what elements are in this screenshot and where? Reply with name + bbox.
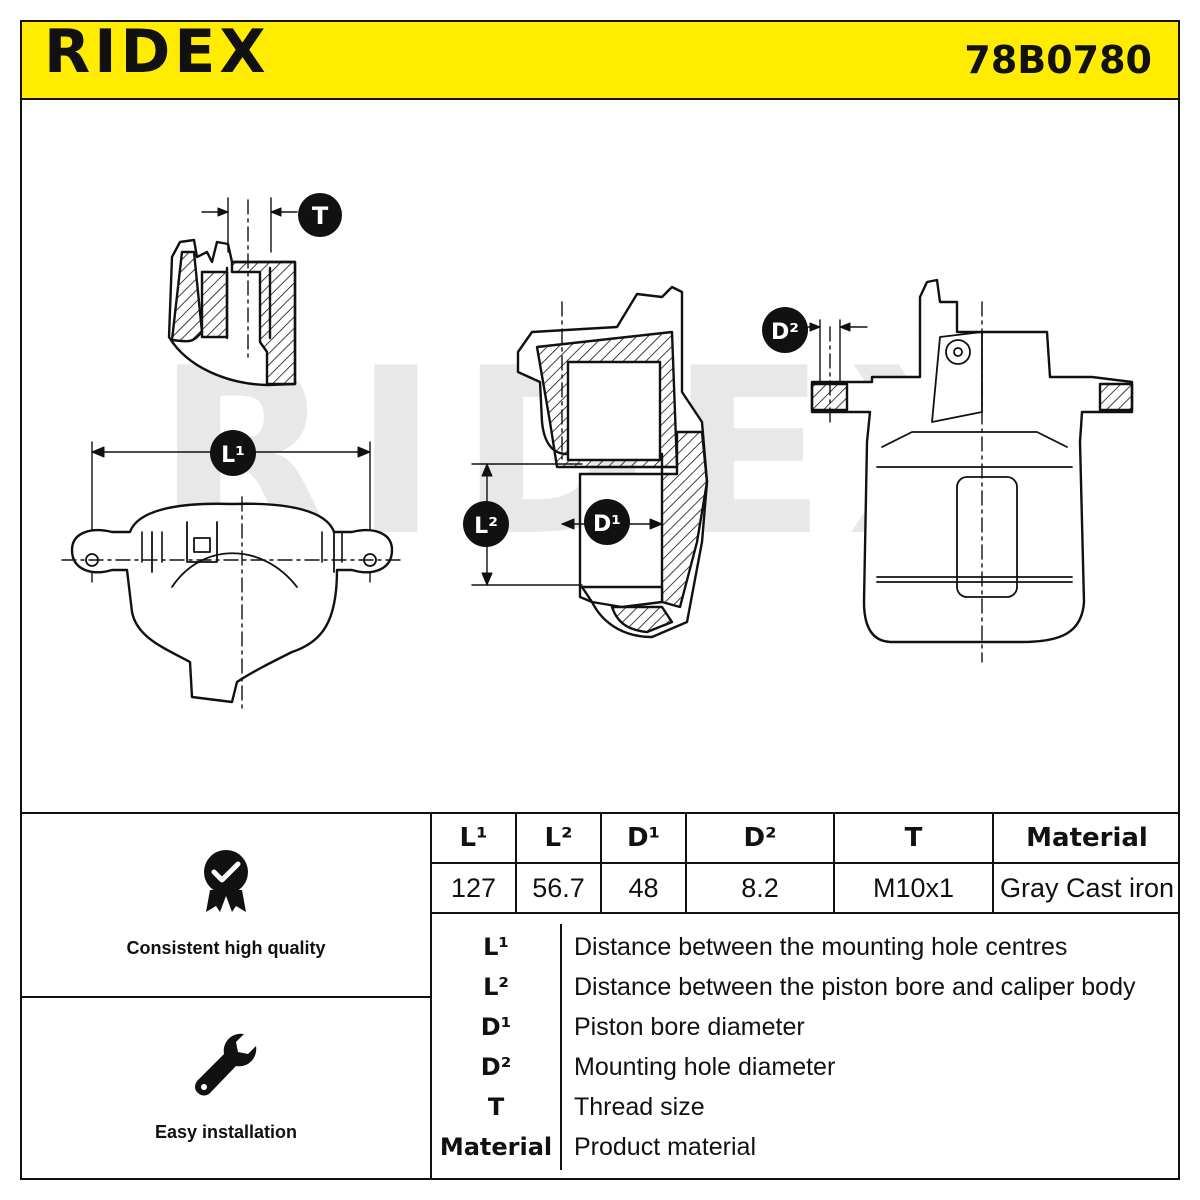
legend-desc-D2: Mounting hole diameter [574, 1053, 836, 1081]
spec-value-L2: 56.7 [532, 873, 585, 903]
spec-value-D2: 8.2 [741, 873, 779, 903]
label-L1: L¹ [210, 430, 256, 476]
spec-col-divider-2 [600, 812, 602, 912]
features-divider [430, 812, 432, 1180]
label-D1: D¹ [584, 499, 630, 545]
brand-logo: RIDEX [44, 17, 270, 87]
legend-key-D2: D² [480, 1053, 512, 1081]
spec-value-T: M10x1 [872, 873, 955, 903]
section-view [471, 285, 709, 639]
svg-text:D¹: D¹ [593, 512, 621, 537]
label-D2: D² [762, 307, 808, 353]
spec-header-material: Material [1026, 823, 1148, 853]
legend-key-D1: D¹ [480, 1013, 512, 1041]
legend-key-L1: L¹ [483, 933, 509, 961]
spec-header-D2: D² [743, 823, 777, 853]
label-T: T [298, 193, 342, 237]
label-L2: L² [463, 501, 509, 547]
legend-key-material: Material [439, 1133, 553, 1161]
feature-installation-label: Easy installation [154, 1122, 298, 1142]
rear-view [801, 278, 1134, 663]
svg-text:T: T [312, 202, 329, 230]
svg-text:D²: D² [771, 320, 799, 345]
legend-key-L2: L² [483, 973, 509, 1001]
legend-desc-D1: Piston bore diameter [574, 1013, 805, 1041]
spec-row-divider [432, 862, 1180, 864]
svg-text:L¹: L¹ [221, 443, 245, 468]
legend-key-T: T [487, 1093, 505, 1121]
svg-text:L²: L² [474, 514, 498, 539]
front-view [61, 441, 403, 713]
header-bar [20, 20, 1180, 100]
legend-desc-L2: Distance between the piston bore and cal… [574, 973, 1136, 1001]
spec-table-bottom [432, 912, 1180, 914]
spec-col-divider-5 [992, 812, 994, 912]
legend-desc-L1: Distance between the mounting hole centr… [574, 933, 1068, 961]
spec-header-L2: L² [544, 823, 573, 853]
thread-detail-view [167, 197, 298, 387]
caliper-drawing: RIDEX [61, 193, 1134, 713]
spec-header-T: T [904, 823, 923, 853]
spec-header-D1: D¹ [627, 823, 660, 853]
part-number: 78B0780 [964, 38, 1152, 82]
spec-header-L1: L¹ [459, 823, 488, 853]
feature-quality-label: Consistent high quality [126, 938, 326, 958]
legend-desc-material: Product material [574, 1133, 757, 1161]
legend-desc-T: Thread size [574, 1093, 705, 1121]
spec-value-L1: 127 [450, 873, 497, 903]
wrench-icon [195, 1033, 257, 1096]
spec-value-D1: 48 [628, 873, 659, 903]
spec-col-divider-4 [833, 812, 835, 912]
legend-divider [560, 924, 562, 1170]
feature-separator [20, 996, 430, 998]
quality-badge-icon [204, 850, 248, 912]
spec-col-divider-1 [515, 812, 517, 912]
spec-value-material: Gray Cast iron [999, 873, 1175, 903]
spec-col-divider-3 [685, 812, 687, 912]
